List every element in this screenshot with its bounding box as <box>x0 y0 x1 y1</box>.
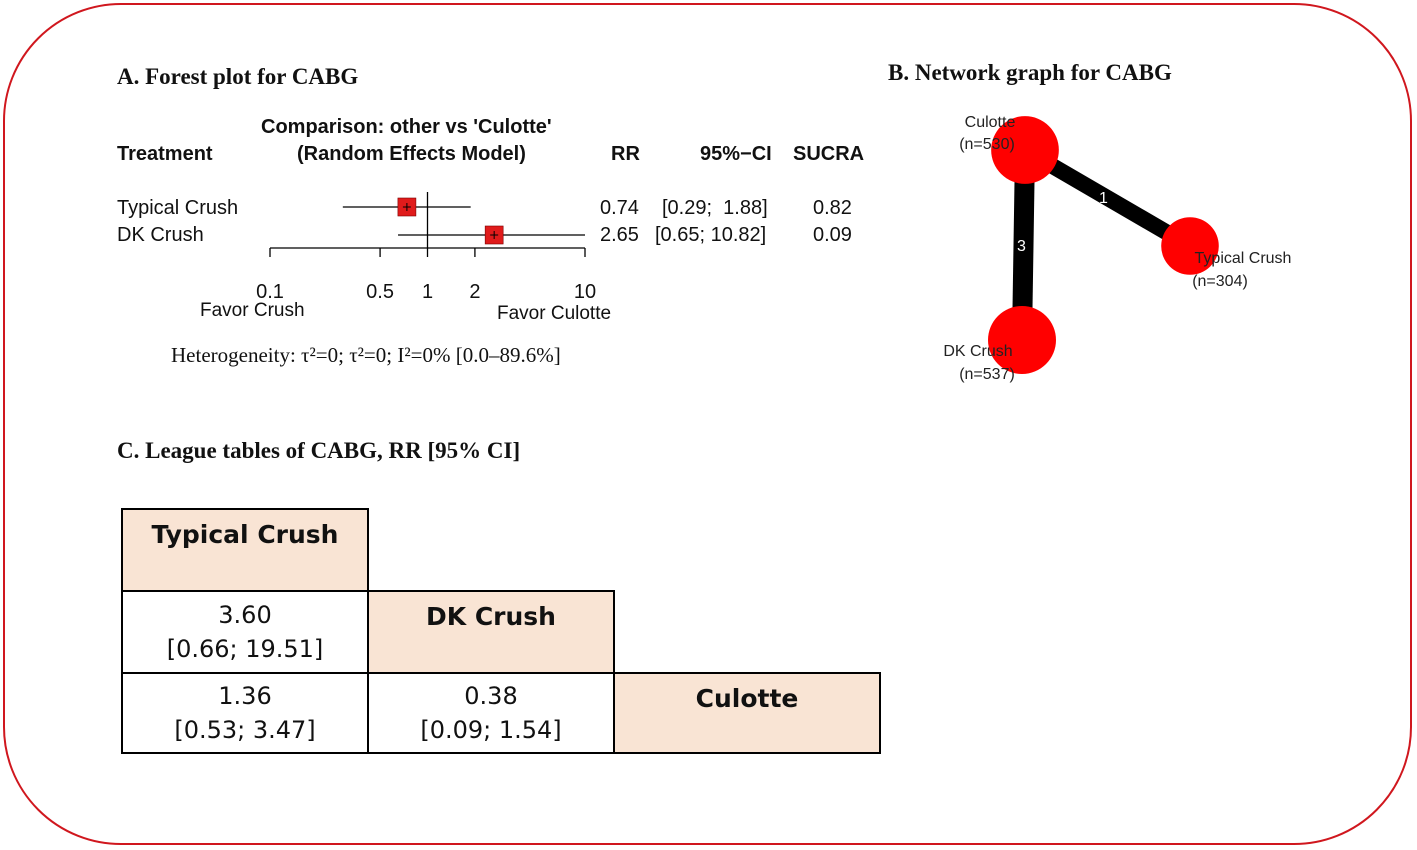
league-cell: 1.36 [0.53; 3.47] <box>121 672 369 754</box>
forest-row-sucra: 0.09 <box>813 224 852 246</box>
network-node-count: (n=304) <box>1192 273 1248 290</box>
x-tick-label: 1 <box>422 281 433 303</box>
forest-plot-title: A. Forest plot for CABG <box>117 64 359 89</box>
league-diagonal-label: DK Crush <box>426 602 556 631</box>
favor-right-label: Favor Culotte <box>497 303 612 324</box>
network-edge-label: 1 <box>1099 190 1108 207</box>
forest-row-sucra: 0.82 <box>813 197 852 219</box>
forest-row-ci: [0.29; 1.88] <box>662 197 768 219</box>
league-diagonal-label: Typical Crush <box>151 520 339 549</box>
network-node <box>991 116 1059 184</box>
forest-header-comparison: Comparison: other vs 'Culotte' <box>261 116 552 138</box>
x-tick-label: 0.5 <box>366 281 394 303</box>
network-node-label: Culotte <box>965 114 1016 131</box>
league-cell-value: 1.36 <box>218 682 272 710</box>
x-tick-label: 0.1 <box>256 281 284 303</box>
league-cell-value: 3.60 <box>218 601 272 629</box>
network-node <box>988 306 1056 374</box>
forest-header-ci: 95%−CI <box>700 143 772 165</box>
forest-header-rr: RR <box>611 143 640 165</box>
network-node-label: DK Crush <box>943 343 1012 360</box>
network-graph-title: B. Network graph for CABG <box>888 60 1172 85</box>
league-diagonal-typical-crush: Typical Crush <box>121 508 369 592</box>
forest-row-treatment: DK Crush <box>117 224 204 246</box>
league-cell: 3.60 [0.66; 19.51] <box>121 590 369 674</box>
network-node-label: Typical Crush <box>1195 250 1292 267</box>
network-node-count: (n=530) <box>959 136 1015 153</box>
forest-row-rr: 0.74 <box>600 197 639 219</box>
forest-row-rr: 2.65 <box>600 224 639 246</box>
network-node-count: (n=537) <box>959 366 1015 383</box>
forest-header-model: (Random Effects Model) <box>297 143 526 165</box>
league-diagonal-dk-crush: DK Crush <box>367 590 615 674</box>
league-cell-ci: [0.09; 1.54] <box>420 716 562 744</box>
forest-row-ci: [0.65; 10.82] <box>655 224 767 246</box>
network-node <box>1161 217 1219 275</box>
x-tick-label: 2 <box>469 281 480 303</box>
league-diagonal-label: Culotte <box>695 684 799 713</box>
league-cell-value: 0.38 <box>464 682 518 710</box>
x-tick-label: 10 <box>574 281 596 303</box>
forest-header-sucra: SUCRA <box>793 143 865 165</box>
forest-row-treatment: Typical Crush <box>117 197 239 219</box>
network-edge-label: 3 <box>1017 238 1026 255</box>
favor-left-label: Favor Crush <box>200 300 305 321</box>
panel-frame <box>3 3 1412 845</box>
league-cell-ci: [0.53; 3.47] <box>174 716 316 744</box>
heterogeneity-statistics: Heterogeneity: τ²=0; τ²=0; I²=0% [0.0–89… <box>171 343 561 367</box>
league-diagonal-culotte: Culotte <box>613 672 881 754</box>
league-cell-ci: [0.66; 19.51] <box>166 635 324 663</box>
forest-header-treatment: Treatment <box>117 143 213 165</box>
league-table-title: C. League tables of CABG, RR [95% CI] <box>117 438 521 463</box>
league-cell: 0.38 [0.09; 1.54] <box>367 672 615 754</box>
